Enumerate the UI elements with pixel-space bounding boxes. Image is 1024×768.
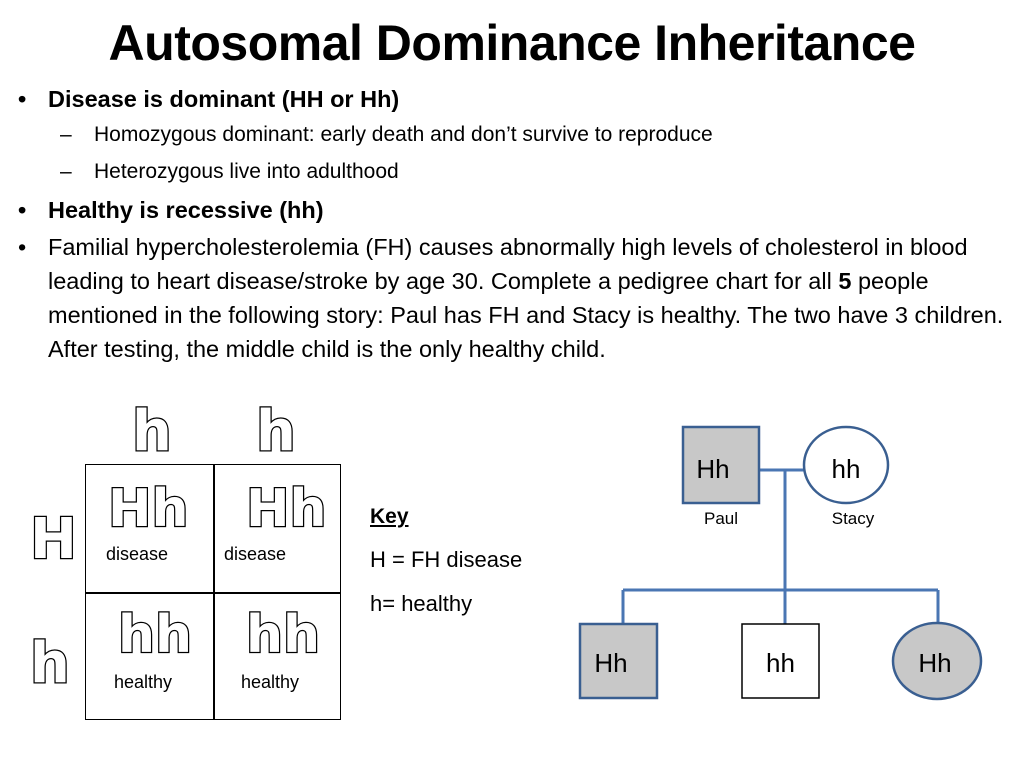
- key-box: Key H = FH disease h= healthy: [370, 505, 522, 635]
- punnett-cell-genotype: Hh: [245, 479, 328, 539]
- punnett-side-allele-2: h: [29, 631, 71, 696]
- key-line-healthy: h= healthy: [370, 591, 473, 616]
- mother-genotype: hh: [831, 454, 861, 484]
- punnett-cell-genotype: hh: [245, 605, 322, 665]
- child-2-square: [741, 623, 820, 699]
- bullet-fh-story: • Familial hypercholesterolemia (FH) cau…: [10, 230, 1020, 366]
- punnett-divider: [86, 592, 340, 594]
- father-genotype: Hh: [696, 454, 730, 484]
- punnett-cell-genotype: Hh: [107, 479, 190, 539]
- bullet-dominant: • Disease is dominant (HH or Hh): [10, 82, 1020, 116]
- sub-bullet-heterozygous: – Heterozygous live into adulthood: [10, 156, 1020, 188]
- father-name: Paul: [703, 509, 739, 528]
- punnett-top-allele-1: h: [131, 399, 173, 464]
- punnett-cell-label: healthy: [114, 672, 173, 692]
- child-1-square: [578, 622, 659, 700]
- punnett-cell-label: disease: [106, 544, 169, 564]
- child-1-genotype: Hh: [594, 648, 628, 678]
- mother-circle: [802, 425, 890, 505]
- mother-name: Stacy: [831, 509, 875, 528]
- child-2-genotype: hh: [766, 648, 795, 678]
- father-square: [681, 425, 761, 505]
- child-3-genotype: Hh: [918, 648, 952, 678]
- punnett-cell-label: disease: [224, 544, 287, 564]
- child-3-circle: [891, 621, 983, 701]
- punnett-cell-label: healthy: [241, 672, 300, 692]
- punnett-square: Hh disease Hh disease hh healthy hh heal…: [85, 464, 341, 720]
- key-line-disease: H = FH disease: [370, 547, 523, 572]
- punnett-side-allele-1: H: [29, 507, 78, 572]
- bullet-recessive: • Healthy is recessive (hh): [10, 193, 1020, 227]
- dash-icon: –: [60, 160, 72, 183]
- page-title: Autosomal Dominance Inheritance: [108, 15, 916, 71]
- punnett-top-allele-2: h: [255, 399, 297, 464]
- dash-icon: –: [60, 123, 72, 146]
- bullet-dot-icon: •: [18, 234, 27, 260]
- key-heading: Key: [370, 505, 409, 528]
- bullet-dot-icon: •: [18, 197, 27, 223]
- bullet-dot-icon: •: [18, 86, 27, 112]
- sub-bullet-homozygous: – Homozygous dominant: early death and d…: [10, 119, 1020, 151]
- bullet-list: • Disease is dominant (HH or Hh) – Homoz…: [10, 82, 1020, 369]
- punnett-cell-genotype: hh: [117, 605, 194, 665]
